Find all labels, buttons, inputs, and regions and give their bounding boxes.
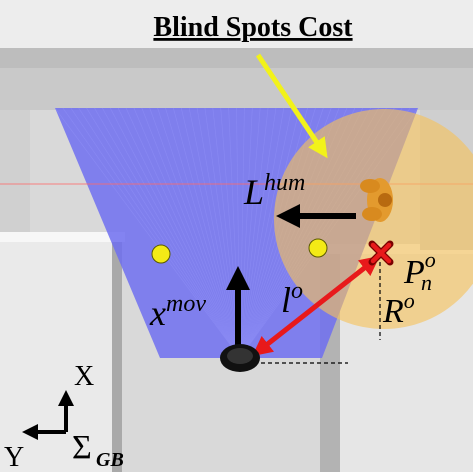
page-title: Blind Spots Cost [153,12,353,43]
fov-ray [239,107,253,359]
fov-ray [117,107,241,359]
human-figure [360,178,393,222]
frame-sigma-subscript: GB [96,449,124,471]
label-p-n-o: Po [403,247,436,291]
left-wall-block [0,240,112,472]
fov-ray [239,107,300,359]
label-p-n-o-subscript: n [421,270,432,295]
fov-ray [239,107,269,359]
frame-y-label: Y [4,442,24,472]
label-x-mov: xmov [149,291,206,333]
robot [220,344,260,372]
risk-distance-arrow [252,255,380,357]
fov-ray [125,107,241,359]
fov-ray [54,107,241,359]
label-l-hum: Lhum [243,170,305,212]
fov-ray [149,107,241,359]
fov-ray [239,107,308,359]
occlusion-point-right [308,238,328,258]
left-wall-top-edge [0,232,125,242]
occlusion-point-left [151,244,171,264]
fov-ray [78,107,241,359]
frame-sigma: Σ [72,429,92,466]
corridor-ceiling [0,68,473,110]
fov-ray [133,107,241,359]
fov-ray [196,107,241,359]
title-pointer-arrow [255,53,328,159]
fov-ray [239,107,277,359]
fov-ray [62,107,241,359]
fov-ray [157,107,241,359]
fov-ray [94,107,241,359]
fov-ray [141,107,241,359]
fov-ray [70,107,241,359]
fov-ray [165,107,241,359]
fov-ray [188,107,241,359]
predicted-point-marker [368,240,394,266]
top-wall-shadow [0,48,473,68]
fov-ray [173,107,241,359]
left-wall-edge [112,240,122,472]
frame-x-label: X [74,361,94,392]
fov-ray [239,107,293,359]
fov-ray [239,107,261,359]
label-r-o: Ro [382,288,415,330]
fov-ray [239,107,285,359]
fov-ray [109,107,241,359]
left-wall-top [0,110,30,240]
fov-ray [180,107,241,359]
fov-ray [102,107,241,359]
fov-ray [204,107,241,359]
coordinate-frame: X Y Σ GB [4,361,124,472]
top-wall [0,0,473,48]
fov-ray [86,107,241,359]
label-l-o: lo [281,278,303,320]
